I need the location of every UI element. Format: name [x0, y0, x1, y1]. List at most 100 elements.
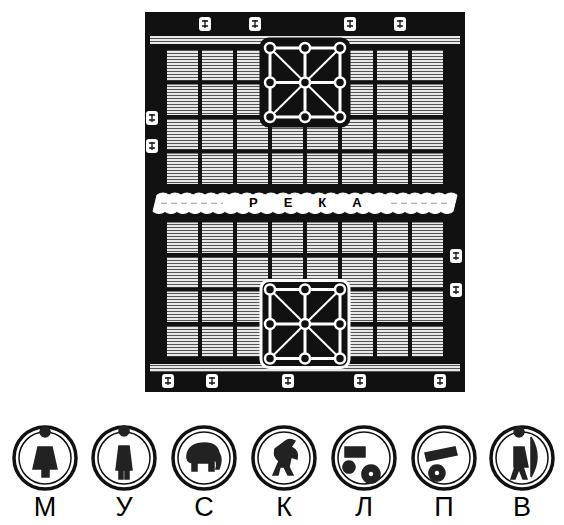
- seal-mark: [394, 17, 406, 31]
- seal-mark: [146, 139, 158, 153]
- piece-inner-ring: [418, 432, 470, 484]
- seal-glyph: [357, 377, 363, 385]
- seal-mark: [249, 17, 261, 31]
- board-square: [237, 154, 268, 185]
- seal-glyph: [149, 142, 155, 150]
- palace-point: [300, 285, 310, 295]
- board-square: [342, 154, 373, 185]
- board-square: [307, 154, 338, 185]
- seal-glyph: [347, 20, 353, 28]
- palace-point: [265, 354, 275, 364]
- board-square: [307, 223, 338, 254]
- seal-mark: [344, 17, 356, 31]
- board-square: [167, 326, 198, 357]
- palace-point: [265, 43, 275, 53]
- board-square: [202, 119, 233, 150]
- board-square: [412, 223, 443, 254]
- seal-mark: [450, 283, 462, 297]
- piece-figure: [273, 439, 297, 475]
- palace-outline: [270, 48, 340, 117]
- board-square: [167, 154, 198, 185]
- board-square: [167, 85, 198, 116]
- piece-token: В: [489, 425, 555, 521]
- board-square: [167, 50, 198, 81]
- seal-glyph: [165, 377, 171, 385]
- palace-outline: [270, 290, 340, 359]
- palace-point: [335, 43, 345, 53]
- palace-frame: [261, 39, 349, 126]
- board-square: [412, 154, 443, 185]
- piece-circle: [489, 425, 555, 491]
- piece-letter: Л: [331, 425, 397, 521]
- seal-glyph: [285, 377, 291, 385]
- palace-diagonal: [270, 48, 340, 117]
- palace-point: [300, 354, 310, 364]
- piece-ring: [253, 427, 315, 489]
- piece-inner-ring: [258, 432, 310, 484]
- piece-letter: М: [12, 425, 78, 521]
- board-square: [167, 119, 198, 150]
- board-square: [202, 85, 233, 116]
- piece-figure: [187, 443, 221, 471]
- piece-ring: [333, 427, 395, 489]
- palace-point: [265, 319, 275, 329]
- board-square: [377, 154, 408, 185]
- palace-point: [300, 112, 310, 122]
- board-square: [412, 292, 443, 323]
- board-square: [202, 154, 233, 185]
- palace-point: [300, 43, 310, 53]
- palace-point: [300, 78, 310, 88]
- piece-figure: [116, 426, 132, 479]
- palace-diagonal: [270, 290, 340, 359]
- board-square: [377, 119, 408, 150]
- board-square: [412, 50, 443, 81]
- piece-circle: [411, 425, 477, 491]
- piece-letter: В: [489, 425, 555, 521]
- seal-glyph: [209, 377, 215, 385]
- seal-mark: [162, 374, 174, 388]
- board-square: [167, 257, 198, 288]
- piece-ring: [491, 427, 553, 489]
- palace-point: [300, 319, 310, 329]
- piece-figure: [33, 427, 57, 477]
- palace-point: [265, 112, 275, 122]
- piece-inner-ring: [178, 432, 230, 484]
- piece-token: Л: [331, 425, 397, 521]
- board-square: [202, 326, 233, 357]
- palace-point: [335, 354, 345, 364]
- board-square: [377, 50, 408, 81]
- board-square: [202, 50, 233, 81]
- piece-letter: П: [411, 425, 477, 521]
- seal-glyph: [252, 20, 258, 28]
- board-frame: [145, 12, 465, 392]
- piece-circle: [171, 425, 237, 491]
- piece-letter: К: [251, 425, 317, 521]
- piece-letter: У: [91, 425, 157, 521]
- palace-point: [265, 285, 275, 295]
- piece-token: П: [411, 425, 477, 521]
- seal-glyph: [202, 20, 208, 28]
- board-square: [412, 257, 443, 288]
- board-square: [342, 223, 373, 254]
- board-square: [377, 257, 408, 288]
- board-square: [237, 223, 268, 254]
- board-square: [412, 326, 443, 357]
- board-square: [167, 292, 198, 323]
- piece-figure: [511, 427, 537, 479]
- river-label: РЕКА: [223, 196, 388, 210]
- seal-glyph: [453, 286, 459, 294]
- board-square: [272, 154, 303, 185]
- seal-mark: [434, 374, 446, 388]
- piece-circle: [331, 425, 397, 491]
- piece-ring: [93, 427, 155, 489]
- piece-token: К: [251, 425, 317, 521]
- piece-circle: [251, 425, 317, 491]
- seal-mark: [199, 17, 211, 31]
- piece-circle: [91, 425, 157, 491]
- seal-mark: [282, 374, 294, 388]
- xiangqi-board: [0, 0, 564, 420]
- seal-mark: [146, 111, 158, 125]
- board-square: [377, 326, 408, 357]
- palace-point: [335, 285, 345, 295]
